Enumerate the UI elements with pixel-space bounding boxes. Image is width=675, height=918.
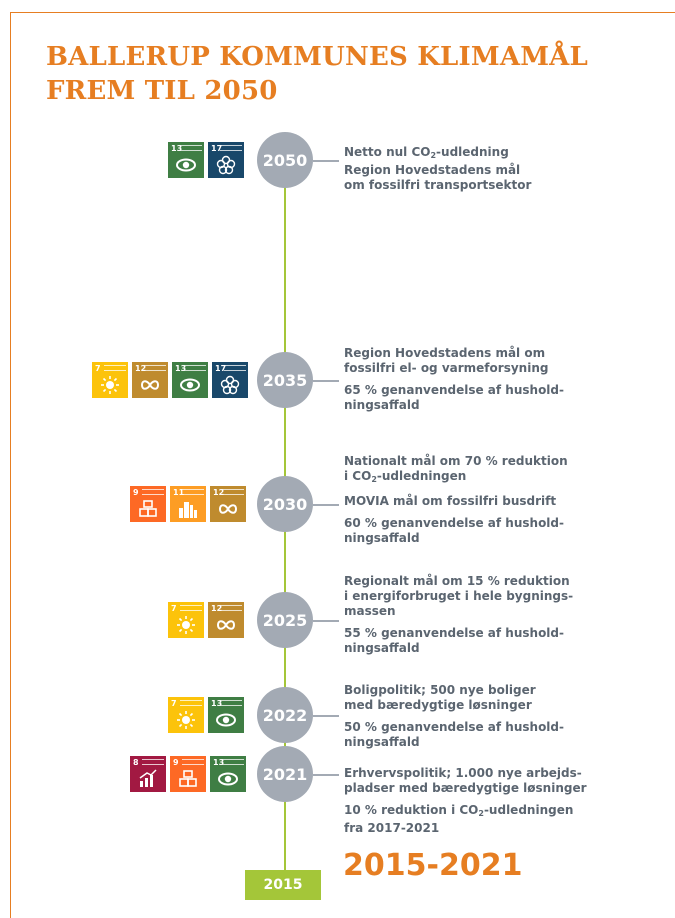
sdg-13-climate-icon: 13 <box>168 142 204 178</box>
goal-2035-2: 65 % genanvendelse af hushold-ningsaffal… <box>344 383 564 412</box>
sdg-icons-2022: 7 13 <box>168 697 244 733</box>
page-frame <box>10 12 675 918</box>
year-node-2021: 2021 <box>257 746 313 802</box>
sdg-13-climate-icon: 13 <box>208 697 244 733</box>
sdg-13-climate-icon: 13 <box>210 756 246 792</box>
goals-2030: Nationalt mål om 70 % reduktion i CO2-ud… <box>344 454 568 553</box>
sdg-7-energy-icon: 7 <box>168 697 204 733</box>
year-node-2030: 2030 <box>257 476 313 532</box>
sdg-icons-2050: 13 17 <box>168 142 244 178</box>
sdg-11-cities-icon: 11 <box>170 486 206 522</box>
sdg-9-industry-icon: 9 <box>130 486 166 522</box>
sdg-icons-2025: 7 12 <box>168 602 244 638</box>
connector-2021 <box>313 774 339 776</box>
goal-2030-1: Nationalt mål om 70 % reduktion i CO2-ud… <box>344 454 568 484</box>
year-node-2035: 2035 <box>257 352 313 408</box>
sdg-icons-2035: 7 12 13 17 <box>92 362 248 398</box>
goals-2050: Netto nul CO2-udledning Region Hovedstad… <box>344 145 531 200</box>
sdg-7-energy-icon: 7 <box>92 362 128 398</box>
sdg-12-consumption-icon: 12 <box>210 486 246 522</box>
title-line-2: FREM TIL 2050 <box>46 76 278 106</box>
goal-2050-1: Netto nul CO2-udledning Region Hovedstad… <box>344 145 532 192</box>
sdg-13-climate-icon: 13 <box>172 362 208 398</box>
goal-2021-2: 10 % reduktion i CO2-udledningen fra 201… <box>344 803 574 835</box>
page-title: BALLERUP KOMMUNES KLIMAMÅL FREM TIL 2050 <box>46 40 588 108</box>
period-heading: 2015-2021 <box>343 848 523 883</box>
sdg-12-consumption-icon: 12 <box>132 362 168 398</box>
sdg-icons-2030: 9 11 12 <box>130 486 246 522</box>
sdg-8-work-icon: 8 <box>130 756 166 792</box>
base-year-label: 2015 <box>245 870 321 900</box>
goal-2025-2: 55 % genanvendelse af hushold-ningsaffal… <box>344 626 564 655</box>
sdg-9-industry-icon: 9 <box>170 756 206 792</box>
sdg-7-energy-icon: 7 <box>168 602 204 638</box>
connector-2025 <box>313 620 339 622</box>
goals-2021: Erhvervspolitik; 1.000 nye arbejds-plads… <box>344 766 587 843</box>
goal-2030-2: MOVIA mål om fossilfri busdrift <box>344 494 557 508</box>
title-line-1: BALLERUP KOMMUNES KLIMAMÅL <box>46 42 589 72</box>
year-node-2050: 2050 <box>257 132 313 188</box>
connector-2035 <box>313 380 339 382</box>
connector-2022 <box>313 715 339 717</box>
connector-2050 <box>313 160 339 162</box>
sdg-17-partnerships-icon: 17 <box>208 142 244 178</box>
goal-2030-3: 60 % genanvendelse af hushold-ningsaffal… <box>344 516 564 545</box>
connector-2030 <box>313 504 339 506</box>
goal-2021-1: Erhvervspolitik; 1.000 nye arbejds-plads… <box>344 766 587 795</box>
goal-2022-2: 50 % genanvendelse af hushold-ningsaffal… <box>344 720 564 749</box>
year-node-2025: 2025 <box>257 592 313 648</box>
sdg-17-partnerships-icon: 17 <box>212 362 248 398</box>
sdg-12-consumption-icon: 12 <box>208 602 244 638</box>
sdg-icons-2021: 8 9 13 <box>130 756 246 792</box>
year-node-2022: 2022 <box>257 687 313 743</box>
